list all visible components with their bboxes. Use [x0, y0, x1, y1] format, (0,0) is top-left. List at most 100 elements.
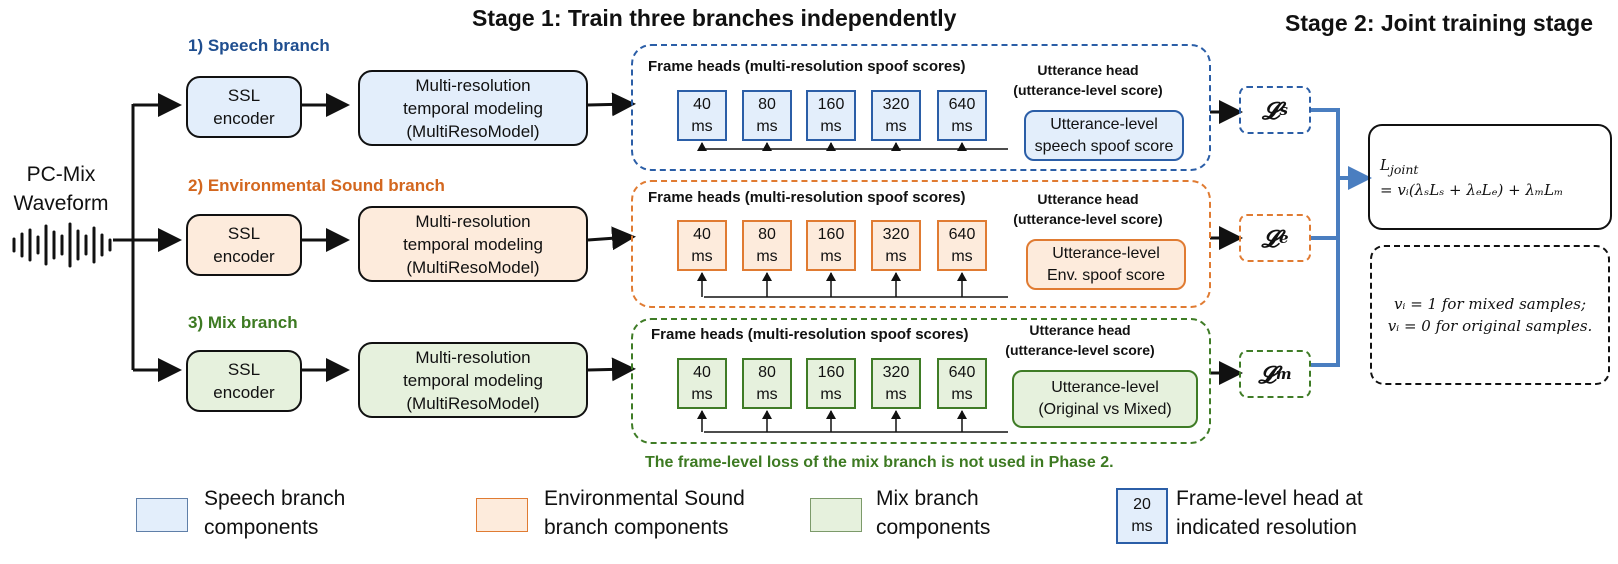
utt-box-line2: (Original vs Mixed): [1038, 401, 1172, 418]
frame-head-arrowhead: [762, 142, 772, 151]
frame-head-value: 160: [817, 95, 845, 113]
input-line1: PC-Mix: [26, 163, 96, 186]
legend-line: Environmental Sound: [544, 487, 745, 510]
utt-caption-line2: (utterance-level score): [1013, 82, 1163, 98]
loss-subscript: s: [1279, 101, 1288, 119]
legend-line: Frame-level head at: [1176, 487, 1363, 510]
frame-head-arrowhead: [891, 272, 901, 281]
head-rails: [704, 148, 1008, 433]
legend-speech-swatch: [136, 498, 188, 532]
frame-head-arrowhead: [762, 410, 772, 419]
model-line2: temporal modeling: [403, 234, 543, 254]
frame-head-arrowhead: [891, 142, 901, 151]
env-multireso-model: Multi-resolution temporal modeling (MultiR…: [358, 206, 588, 282]
utt-box-line1: Utterance-level: [1050, 115, 1158, 133]
joint-loss-box: Ljoint = vᵢ(λₛLₛ + λₑLₑ) + λₘLₘ: [1368, 124, 1612, 230]
speech-utt-head: Utterance-level speech spoof score: [1024, 110, 1184, 161]
frame-head-80ms: 80 ms: [742, 358, 792, 409]
utt-box-line1: Utterance-level: [1052, 244, 1160, 262]
frame-head-value: 40: [693, 363, 711, 381]
input-label: PC-Mix Waveform: [6, 160, 116, 218]
legend-line: components: [876, 516, 991, 539]
joint-rhs: = vᵢ(λₛLₛ + λₑLₑ) + λₘLₘ: [1380, 180, 1564, 199]
utt-caption-line1: Utterance head: [1037, 191, 1139, 207]
weight-note-1: vᵢ = 1 for mixed samples;: [1393, 295, 1587, 313]
model-line1: Multi-resolution: [415, 75, 531, 95]
model-line2: temporal modeling: [403, 98, 543, 118]
ssl-label: SSL: [227, 360, 261, 379]
utt-box-line2: Env. spoof score: [1047, 266, 1165, 284]
model-line3: (MultiResoModel): [406, 121, 540, 141]
encoder-label: encoder: [213, 383, 275, 402]
frame-head-value: 40: [693, 225, 711, 243]
encoder-label: encoder: [213, 109, 275, 128]
frame-head-value: 80: [758, 363, 776, 381]
speech-heads-region: [631, 44, 1211, 171]
encoder-label: encoder: [213, 247, 275, 266]
legend-mix-swatch: [810, 498, 862, 532]
model-line3: (MultiResoModel): [406, 393, 540, 413]
utt-box-line2: speech spoof score: [1034, 137, 1174, 155]
model-line1: Multi-resolution: [415, 347, 531, 367]
frame-head-value: 80: [758, 225, 776, 243]
frame-head-unit: ms: [691, 385, 713, 403]
speech-branch-label: 1) Speech branch: [188, 36, 330, 55]
legend-head-value: 20: [1133, 496, 1151, 513]
legend-env-text: Environmental Sound branch components: [544, 484, 745, 542]
frame-head-arrowhead: [957, 410, 967, 419]
mix-utt-caption: Utterance head(utterance-level score): [990, 320, 1170, 360]
frame-head-unit: ms: [691, 117, 713, 135]
model-line1: Multi-resolution: [415, 211, 531, 231]
waveform-icon: [12, 222, 112, 268]
frame-head-arrowhead: [957, 272, 967, 281]
env-frame-caption: Frame heads (multi-resolution spoof scor…: [648, 189, 966, 206]
frame-head-value: 640: [948, 95, 976, 113]
frame-head-value: 160: [817, 363, 845, 381]
speech-multireso-model: Multi-resolution temporal modeling (MultiR…: [358, 70, 588, 146]
model-line3: (MultiResoModel): [406, 257, 540, 277]
frame-head-unit: ms: [820, 117, 842, 135]
weight-note-2: vᵢ = 0 for original samples.: [1387, 317, 1593, 335]
utt-box-line1: Utterance-level: [1051, 379, 1159, 396]
frame-head-arrowhead: [697, 142, 707, 151]
ssl-label: SSL: [227, 224, 261, 243]
frame-head-value: 160: [817, 225, 845, 243]
frame-head-arrowhead: [762, 272, 772, 281]
mix-ssl-encoder: SSL encoder: [186, 350, 302, 412]
env-heads-region: [631, 180, 1211, 308]
env-ssl-encoder: SSL encoder: [186, 214, 302, 276]
mix-branch-note: The frame-level loss of the mix branch i…: [645, 454, 1114, 471]
frame-head-unit: ms: [951, 385, 973, 403]
frame-head-unit: ms: [820, 247, 842, 265]
utt-caption-line2: (utterance-level score): [1013, 211, 1163, 227]
frame-head-unit: ms: [756, 385, 778, 403]
frame-head-value: 640: [948, 363, 976, 381]
ssl-label: SSL: [227, 86, 261, 105]
speech-frame-caption: Frame heads (multi-resolution spoof scor…: [648, 58, 966, 75]
loss-symbol: 𝓛: [1261, 223, 1279, 253]
legend-line: branch components: [544, 516, 729, 539]
loss-symbol: 𝓛: [1258, 359, 1276, 389]
frame-head-arrowhead: [826, 272, 836, 281]
joint-lhs: L: [1380, 155, 1390, 174]
frame-head-arrowhead: [697, 272, 707, 281]
frame-head-value: 640: [948, 225, 976, 243]
frame-head-unit: ms: [885, 117, 907, 135]
frame-head-unit: ms: [885, 385, 907, 403]
joint-lhs-sub: joint: [1389, 161, 1419, 177]
legend-line: components: [204, 516, 319, 539]
loss-subscript: e: [1278, 229, 1289, 247]
legend-line: indicated resolution: [1176, 516, 1357, 539]
